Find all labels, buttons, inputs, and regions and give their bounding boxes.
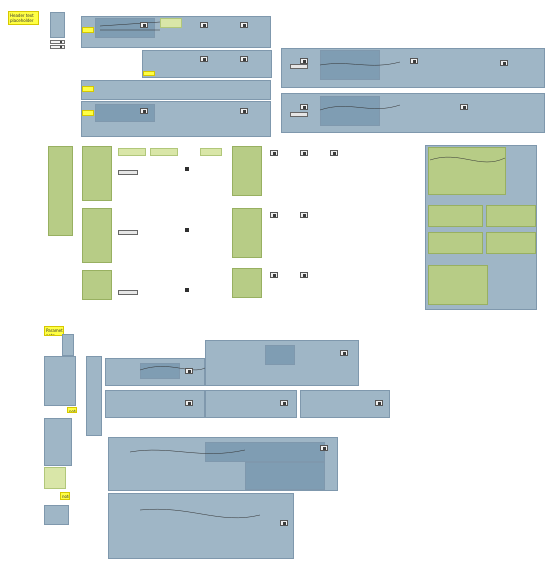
component-node[interactable] xyxy=(240,56,248,62)
small-note[interactable]: note xyxy=(67,407,77,413)
component-node[interactable] xyxy=(500,60,508,66)
component-node[interactable] xyxy=(410,58,418,64)
mid-block[interactable] xyxy=(232,146,262,196)
component-node[interactable] xyxy=(460,104,468,110)
input-slider[interactable] xyxy=(50,45,65,49)
section-note-text: Parameters note xyxy=(46,328,63,336)
group-top-1-panel[interactable] xyxy=(160,18,182,28)
mid-small[interactable] xyxy=(118,148,146,156)
dark-node[interactable] xyxy=(185,167,189,171)
component-node[interactable] xyxy=(240,108,248,114)
mid-small[interactable] xyxy=(200,148,222,156)
component-node[interactable] xyxy=(300,58,308,64)
group-right-2-inner[interactable] xyxy=(320,96,380,126)
group-top-2[interactable] xyxy=(142,50,272,78)
mid-small[interactable] xyxy=(150,148,178,156)
component-node[interactable] xyxy=(140,108,148,114)
component-node[interactable] xyxy=(140,22,148,28)
right-green-3[interactable] xyxy=(486,205,536,227)
component-node[interactable] xyxy=(280,520,288,526)
bottom-input-stack[interactable] xyxy=(62,334,74,356)
bottom-group-2-inner[interactable] xyxy=(265,345,295,365)
component-node[interactable] xyxy=(320,445,328,451)
component-node[interactable] xyxy=(270,272,278,278)
input-stack-group[interactable] xyxy=(50,12,65,38)
component-node[interactable] xyxy=(185,400,193,406)
group-note[interactable] xyxy=(82,86,94,92)
component-node[interactable] xyxy=(185,368,193,374)
bottom-col-3[interactable] xyxy=(44,467,66,489)
small-note[interactable]: note xyxy=(60,492,70,500)
component-node[interactable] xyxy=(280,400,288,406)
panel[interactable] xyxy=(290,64,308,69)
panel[interactable] xyxy=(118,230,138,235)
bottom-col-1[interactable] xyxy=(44,356,76,406)
dark-node[interactable] xyxy=(185,288,189,292)
bottom-group-6-inner-2[interactable] xyxy=(245,462,325,490)
right-green-1[interactable] xyxy=(428,147,506,195)
group-note[interactable] xyxy=(143,71,155,76)
group-right-1-inner[interactable] xyxy=(320,50,380,80)
group-top-1-inner[interactable] xyxy=(95,18,155,38)
component-node[interactable] xyxy=(375,400,383,406)
group-note[interactable] xyxy=(82,110,94,116)
panel[interactable] xyxy=(118,290,138,295)
mid-col-1[interactable] xyxy=(48,146,73,236)
component-node[interactable] xyxy=(330,150,338,156)
component-node[interactable] xyxy=(300,272,308,278)
component-node[interactable] xyxy=(340,350,348,356)
right-green-6[interactable] xyxy=(428,265,488,305)
component-node[interactable] xyxy=(200,22,208,28)
input-slider[interactable] xyxy=(50,40,65,44)
component-node[interactable] xyxy=(270,150,278,156)
mid-block[interactable] xyxy=(82,208,112,263)
small-note-text-2: note xyxy=(62,494,69,499)
title-note[interactable]: Header text placeholder xyxy=(8,11,39,25)
bottom-col-2[interactable] xyxy=(44,418,72,466)
right-green-4[interactable] xyxy=(428,232,483,254)
component-node[interactable] xyxy=(300,150,308,156)
right-green-2[interactable] xyxy=(428,205,483,227)
panel[interactable] xyxy=(290,112,308,117)
component-node[interactable] xyxy=(270,212,278,218)
dark-node[interactable] xyxy=(185,228,189,232)
mid-block[interactable] xyxy=(232,208,262,258)
panel[interactable] xyxy=(118,170,138,175)
mid-block[interactable] xyxy=(82,146,112,201)
title-note-text: Header text placeholder xyxy=(10,13,34,23)
group-note[interactable] xyxy=(82,27,94,33)
component-node[interactable] xyxy=(240,22,248,28)
section-note-bottom[interactable]: Parameters note xyxy=(44,326,64,336)
bottom-col-4[interactable] xyxy=(44,505,69,525)
small-note-text: note xyxy=(69,409,76,413)
right-green-5[interactable] xyxy=(486,232,536,254)
mid-block[interactable] xyxy=(232,268,262,298)
mid-block[interactable] xyxy=(82,270,112,300)
component-node[interactable] xyxy=(300,104,308,110)
bottom-col-5[interactable] xyxy=(86,356,102,436)
bottom-group-1-inner[interactable] xyxy=(140,363,180,379)
bottom-group-7[interactable] xyxy=(108,493,294,559)
group-top-3[interactable] xyxy=(81,80,271,100)
bottom-group-6-inner[interactable] xyxy=(205,442,325,462)
component-node[interactable] xyxy=(300,212,308,218)
component-node[interactable] xyxy=(200,56,208,62)
